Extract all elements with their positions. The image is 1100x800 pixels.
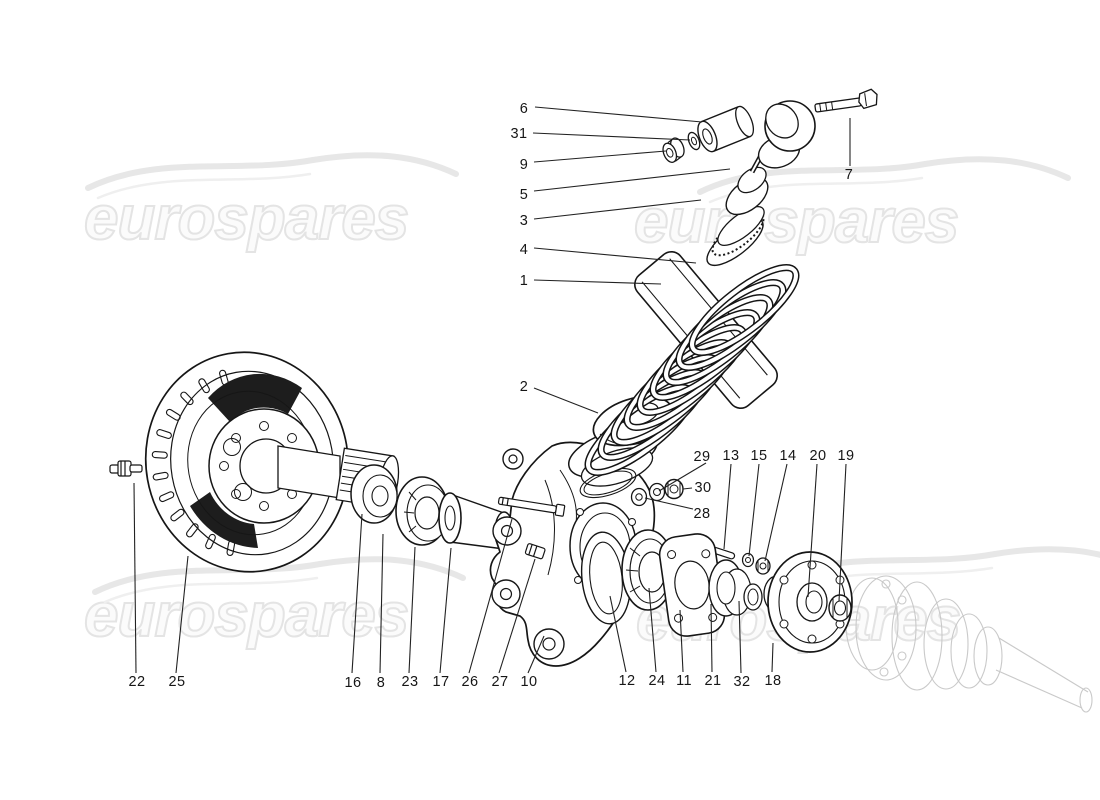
part-callout-6: 6 bbox=[519, 101, 529, 117]
part-callout-3: 3 bbox=[519, 213, 529, 229]
part-callout-23: 23 bbox=[401, 674, 419, 690]
part-callout-5: 5 bbox=[519, 187, 529, 203]
wheel-bearing bbox=[395, 476, 450, 546]
part-callout-8: 8 bbox=[376, 675, 386, 691]
bleeder-screw bbox=[109, 460, 143, 477]
part-callout-1: 1 bbox=[519, 273, 529, 289]
seal-ring bbox=[350, 464, 398, 524]
watermark-text: eurospares bbox=[633, 186, 960, 257]
part-callout-2: 2 bbox=[519, 379, 529, 395]
rear-bearing-stack bbox=[580, 529, 763, 637]
part-callout-9: 9 bbox=[519, 157, 529, 173]
part-callout-21: 21 bbox=[704, 673, 722, 689]
ghost-driveshaft bbox=[845, 575, 1093, 713]
brake-disc bbox=[144, 351, 350, 573]
stud-washer-nut bbox=[711, 546, 771, 575]
part-callout-24: 24 bbox=[648, 673, 666, 689]
part-callout-7: 7 bbox=[844, 167, 854, 183]
part-callout-22: 22 bbox=[128, 674, 146, 690]
watermark-text: eurospares bbox=[83, 183, 410, 254]
part-callout-30: 30 bbox=[694, 480, 712, 496]
part-callout-29: 29 bbox=[693, 449, 711, 465]
part-callout-27: 27 bbox=[491, 674, 509, 690]
callout-leader-lines bbox=[133, 106, 851, 674]
drive-flange bbox=[763, 551, 853, 653]
part-callout-17: 17 bbox=[432, 674, 450, 690]
mount-nut bbox=[662, 137, 685, 163]
caliper-bolt bbox=[497, 496, 566, 560]
shock-top-mount bbox=[662, 100, 816, 169]
part-callout-15: 15 bbox=[750, 448, 768, 464]
part-callout-16: 16 bbox=[344, 675, 362, 691]
part-callout-10: 10 bbox=[520, 674, 538, 690]
part-callout-26: 26 bbox=[461, 674, 479, 690]
spring-gland-ring bbox=[706, 206, 765, 267]
part-callout-18: 18 bbox=[764, 673, 782, 689]
mount-bolt bbox=[814, 88, 878, 113]
mount-washer bbox=[687, 131, 701, 151]
part-callout-25: 25 bbox=[168, 674, 186, 690]
part-callout-14: 14 bbox=[779, 448, 797, 464]
part-callout-31: 31 bbox=[510, 126, 528, 142]
part-callout-12: 12 bbox=[618, 673, 636, 689]
part-callout-4: 4 bbox=[519, 242, 529, 258]
flange-nut bbox=[828, 594, 852, 622]
part-callout-20: 20 bbox=[809, 448, 827, 464]
part-callout-19: 19 bbox=[837, 448, 855, 464]
part-callout-11: 11 bbox=[676, 673, 692, 689]
part-callout-28: 28 bbox=[693, 506, 711, 522]
part-callout-32: 32 bbox=[733, 674, 751, 690]
part-callout-13: 13 bbox=[722, 448, 740, 464]
